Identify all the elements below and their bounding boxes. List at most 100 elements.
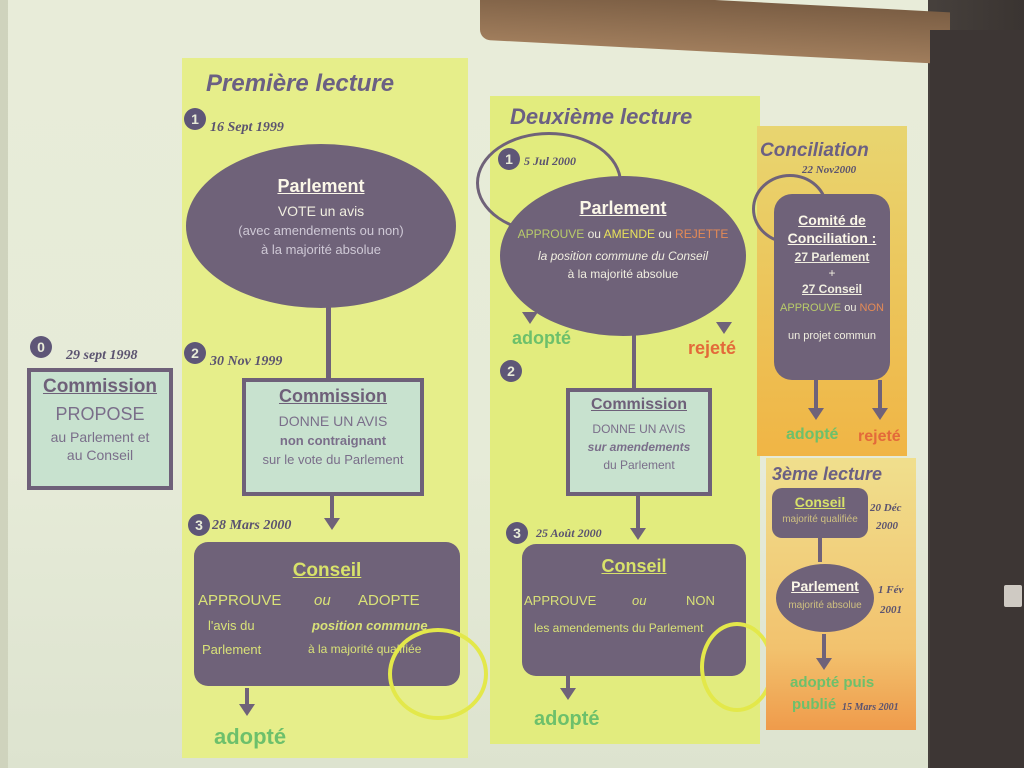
adopte-label: ADOPTE bbox=[358, 592, 420, 609]
box-title: Commission bbox=[278, 386, 388, 406]
step-1-badge: 1 bbox=[498, 148, 520, 170]
conseil-box: Conseil majorité qualifiée bbox=[772, 488, 868, 538]
arrow-down-icon bbox=[324, 518, 340, 530]
ellipse-line: à la majorité absolue bbox=[567, 267, 679, 281]
result-adopte: adopté bbox=[214, 724, 287, 749]
step-1-date: 5 Jul 2000 bbox=[524, 154, 577, 168]
conciliation-date: 22 Nov2000 bbox=[802, 164, 857, 176]
approuve-label: APPROUVE bbox=[198, 592, 282, 609]
step-3-date: 28 Mars 2000 bbox=[212, 518, 292, 533]
highlight-circle bbox=[388, 628, 488, 720]
ellipse-line: la position commune du Conseil bbox=[537, 249, 709, 263]
arrow-down-icon bbox=[872, 408, 888, 420]
box-title: Conseil bbox=[601, 556, 667, 576]
connector bbox=[878, 380, 882, 410]
commission-avis-box: Commission DONNE UN AVIS sur amendements… bbox=[566, 388, 712, 496]
box-line: Parlement bbox=[202, 642, 262, 657]
step-0-date: 29 sept 1998 bbox=[66, 348, 138, 363]
ellipse-title: Parlement bbox=[791, 578, 859, 594]
ellipse-line: (avec amendements ou non) bbox=[238, 223, 404, 238]
commission-avis-box: Commission DONNE UN AVIS non contraignan… bbox=[242, 378, 424, 496]
light-switch bbox=[1004, 585, 1022, 607]
box-line: au Parlement et bbox=[50, 429, 150, 445]
non-label: NON bbox=[686, 593, 715, 608]
wall bbox=[930, 30, 1024, 768]
ellipse-title: Parlement bbox=[579, 198, 667, 218]
box-line: + bbox=[828, 266, 836, 280]
connector bbox=[814, 380, 818, 410]
approuve-label: APPROUVE bbox=[780, 302, 842, 314]
parlement-date: 1 Fév bbox=[878, 584, 904, 596]
publication-date: 15 Mars 2001 bbox=[842, 702, 899, 713]
connector bbox=[636, 494, 640, 530]
approuve-label: APPROUVE bbox=[517, 227, 585, 241]
commission-propose-box: Commission PROPOSE au Parlement et au Co… bbox=[27, 368, 173, 490]
box-line: 27 Conseil bbox=[801, 282, 863, 296]
box-line: non contraignant bbox=[279, 433, 387, 448]
ou-label: ou bbox=[658, 227, 672, 241]
result-adopte: adopté bbox=[534, 708, 600, 730]
step-1-badge: 1 bbox=[184, 108, 206, 130]
parlement-ellipse: Parlement VOTE un avis (avec amendements… bbox=[186, 144, 456, 308]
box-title: Conciliation : bbox=[787, 230, 877, 246]
step-0-badge: 0 bbox=[30, 336, 52, 358]
troisieme-lecture-heading: 3ème lecture bbox=[772, 464, 883, 484]
box-title: Conseil bbox=[292, 560, 362, 581]
connector bbox=[632, 334, 636, 390]
connector bbox=[330, 492, 334, 520]
box-line: sur le vote du Parlement bbox=[262, 452, 404, 467]
arrow-down-icon bbox=[239, 704, 255, 716]
box-line: du Parlement bbox=[603, 458, 675, 472]
ellipse-title: Parlement bbox=[277, 176, 365, 196]
parlement-ellipse: Parlement APPROUVE ou AMENDE ou REJETTE … bbox=[500, 176, 746, 336]
arrow-down-icon bbox=[560, 688, 576, 700]
step-3-date: 25 Août 2000 bbox=[536, 526, 602, 540]
arrow-down-icon bbox=[816, 658, 832, 670]
conciliation-heading: Conciliation bbox=[760, 140, 869, 161]
non-label: NON bbox=[859, 302, 884, 314]
box-line: DONNE UN AVIS bbox=[278, 413, 388, 429]
box-line: l'avis du bbox=[208, 618, 255, 633]
result-publie: publié bbox=[792, 696, 837, 713]
box-line: 27 Parlement bbox=[794, 250, 870, 264]
result-adopte: adopté bbox=[786, 426, 839, 443]
connector bbox=[566, 676, 570, 690]
step-2-badge: 2 bbox=[500, 360, 522, 382]
box-line: les amendements du Parlement bbox=[534, 621, 704, 635]
ou-label: ou bbox=[587, 227, 601, 241]
ou-label: ou bbox=[632, 593, 647, 608]
box-line: sur amendements bbox=[587, 440, 691, 454]
arrow-down-icon bbox=[522, 312, 538, 324]
box-title: Comité de bbox=[798, 212, 866, 228]
ou-label: ou bbox=[844, 302, 857, 314]
parlement-ellipse: Parlement majorité absolue bbox=[776, 564, 874, 632]
step-2-date: 30 Nov 1999 bbox=[210, 354, 283, 369]
premiere-lecture-heading: Première lecture bbox=[206, 70, 395, 97]
conseil-date: 2000 bbox=[876, 520, 898, 532]
comite-conciliation-box: Comité de Conciliation : 27 Parlement + … bbox=[774, 194, 890, 380]
box-line: un projet commun bbox=[787, 330, 877, 342]
ou-label: ou bbox=[314, 592, 331, 609]
box-title: Commission bbox=[590, 396, 687, 413]
box-line: position commune bbox=[312, 618, 428, 633]
box-line: majorité qualifiée bbox=[782, 514, 858, 525]
connector bbox=[245, 688, 249, 706]
arrow-down-icon bbox=[808, 408, 824, 420]
connector bbox=[818, 538, 822, 562]
arrow-down-icon bbox=[630, 528, 646, 540]
step-1-date: 16 Sept 1999 bbox=[210, 120, 284, 135]
result-adopte-puis: adopté puis bbox=[790, 674, 875, 691]
ellipse-line: majorité absolue bbox=[788, 600, 862, 611]
result-adopte: adopté bbox=[512, 328, 572, 348]
box-title: Commission bbox=[42, 376, 158, 397]
step-3-badge: 3 bbox=[506, 522, 528, 544]
arrow-down-icon bbox=[716, 322, 732, 334]
step-3-badge: 3 bbox=[188, 514, 210, 536]
rejette-label: REJETTE bbox=[675, 227, 729, 241]
ellipse-line: à la majorité absolue bbox=[261, 242, 381, 257]
connector bbox=[326, 306, 331, 380]
result-rejete: rejeté bbox=[858, 428, 901, 445]
result-rejete: rejeté bbox=[688, 338, 737, 358]
amende-label: AMENDE bbox=[603, 227, 655, 241]
approuve-label: APPROUVE bbox=[524, 593, 597, 608]
